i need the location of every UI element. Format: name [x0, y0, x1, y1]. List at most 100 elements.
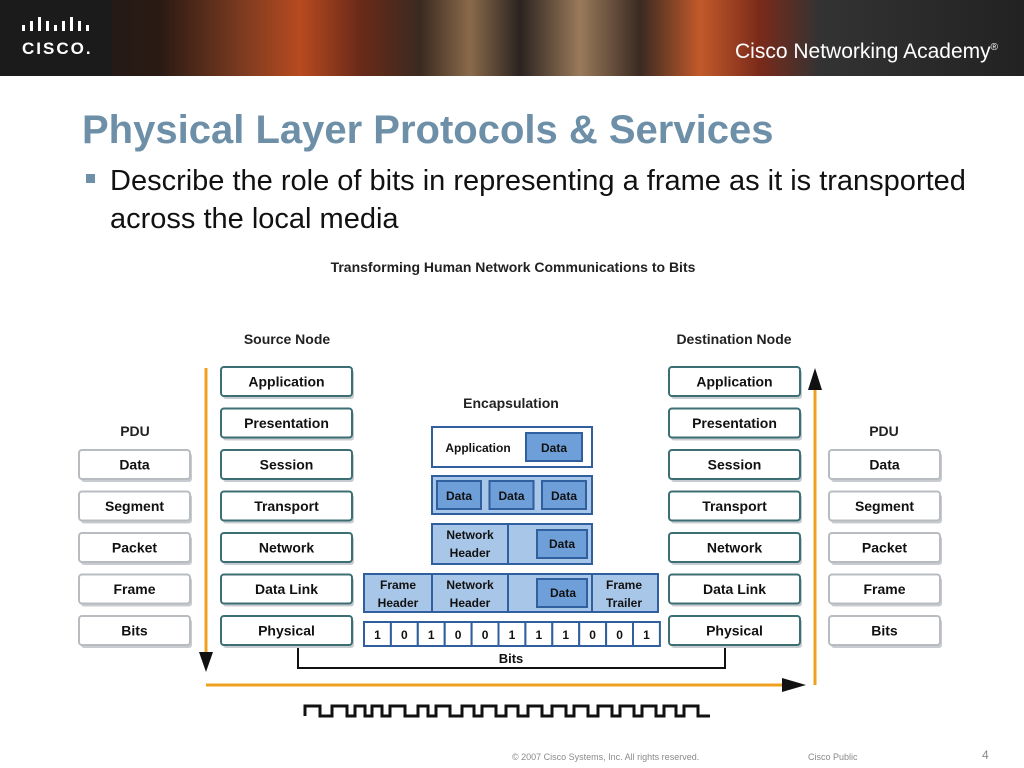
pdu-label-right: PDU [869, 423, 899, 439]
pdu-label-left: PDU [120, 423, 150, 439]
bit-cell [389, 621, 419, 647]
flow-arrowheads [199, 368, 822, 692]
source-layer-data-link-label: Data Link [255, 581, 318, 597]
encap-segment-2 [488, 480, 535, 510]
bit-value: 1 [562, 628, 569, 642]
encap-frame-data-label: Data [550, 586, 576, 600]
bit-value: 0 [616, 628, 623, 642]
destination-layer-stack: ApplicationPresentationSessionTransportN… [668, 366, 802, 648]
header-banner: CISCO. Cisco Networking Academy® [0, 0, 1024, 78]
source-layer-application-label: Application [248, 374, 324, 390]
encap-network-data [536, 529, 588, 559]
cisco-logo-text: CISCO. [22, 39, 93, 58]
cisco-logo: CISCO. [0, 0, 112, 76]
flow-path [204, 368, 817, 687]
bit-cell [524, 621, 554, 647]
encap-segment-2-label: Data [498, 489, 524, 503]
encap-application-data [525, 432, 583, 462]
down-arrow-icon [199, 652, 213, 672]
bit-value: 1 [536, 628, 543, 642]
source-layer-physical-label: Physical [258, 623, 315, 639]
pdu-left-segment-label: Segment [105, 498, 164, 514]
bit-cell [470, 621, 500, 647]
encapsulation-label: Encapsulation [463, 395, 559, 411]
bit-value: 0 [455, 628, 462, 642]
academy-trademark: ® [990, 42, 998, 53]
source-layer-presentation-label: Presentation [244, 415, 329, 431]
page-number: 4 [982, 748, 989, 762]
bit-value: 0 [482, 628, 489, 642]
bit-value: 0 [589, 628, 596, 642]
signal-waveform [303, 704, 710, 718]
pdu-right-frame [828, 573, 941, 605]
up-arrow-icon [808, 368, 822, 390]
bullet-text: Describe the role of bits in representin… [110, 165, 966, 235]
pdu-left-frame [78, 573, 191, 605]
pdu-left-bits-label: Bits [121, 623, 148, 639]
destination-layer-transport-label: Transport [702, 498, 767, 514]
pdu-left-bits [78, 615, 191, 646]
source-layer-data-link [220, 573, 353, 605]
pdu-right-bits [828, 615, 941, 646]
destination-layer-application [668, 366, 801, 397]
bit-value: 1 [643, 628, 650, 642]
destination-node-label: Destination Node [676, 331, 791, 347]
pdu-left-segment [78, 490, 191, 522]
source-layer-session-label: Session [260, 457, 314, 473]
pdu-right-packet-label: Packet [862, 540, 907, 556]
source-layer-session [220, 449, 353, 480]
pdu-right-segment-label: Segment [855, 498, 914, 514]
encap-segment-1-label: Data [446, 489, 472, 503]
destination-layer-presentation-label: Presentation [692, 415, 777, 431]
bullet-marker [86, 174, 95, 183]
pdu-left-data [78, 449, 191, 480]
destination-layer-physical-label: Physical [706, 623, 763, 639]
bits-bracket [297, 648, 726, 669]
destination-layer-data-link-label: Data Link [703, 581, 766, 597]
page-title: Physical Layer Protocols & Services [82, 108, 774, 152]
pdu-right-data-label: Data [869, 457, 900, 473]
encap-frame-data [536, 578, 588, 608]
encap-application-data-label: Data [541, 441, 567, 455]
bit-value: 0 [401, 628, 408, 642]
destination-layer-data-link [668, 573, 801, 605]
pdu-left-data-label: Data [119, 457, 150, 473]
destination-layer-network-label: Network [707, 540, 762, 556]
classification-text: Cisco Public [808, 752, 858, 762]
destination-layer-transport [668, 490, 801, 522]
pdu-right-segment [828, 490, 941, 522]
cisco-bars-icon [22, 17, 89, 31]
source-node-label: Source Node [244, 331, 331, 347]
source-layer-transport [220, 490, 353, 522]
diagram-title: Transforming Human Network Communication… [331, 259, 696, 275]
bit-cell [632, 621, 661, 647]
source-layer-network-label: Network [259, 540, 314, 556]
bit-cell [578, 621, 608, 647]
encap-application-label: Application [445, 441, 510, 455]
pdu-left-packet-label: Packet [112, 540, 157, 556]
right-arrow-icon [782, 678, 806, 692]
bit-value: 1 [374, 628, 381, 642]
destination-layer-session [668, 449, 801, 480]
bit-value: 1 [428, 628, 435, 642]
pdu-left-packet [78, 532, 191, 563]
destination-layer-application-label: Application [696, 374, 772, 390]
pdu-left-frame-label: Frame [113, 581, 155, 597]
pdu-right-frame-label: Frame [863, 581, 905, 597]
pdu-right-data [828, 449, 941, 480]
copyright-text: © 2007 Cisco Systems, Inc. All rights re… [512, 752, 700, 762]
encap-network-data-label: Data [549, 537, 575, 551]
encap-segment-3-label: Data [551, 489, 577, 503]
encap-segment-1 [436, 480, 482, 510]
bit-cell [443, 621, 473, 647]
source-layer-stack: ApplicationPresentationSessionTransportN… [220, 366, 354, 648]
destination-layer-session-label: Session [708, 457, 762, 473]
